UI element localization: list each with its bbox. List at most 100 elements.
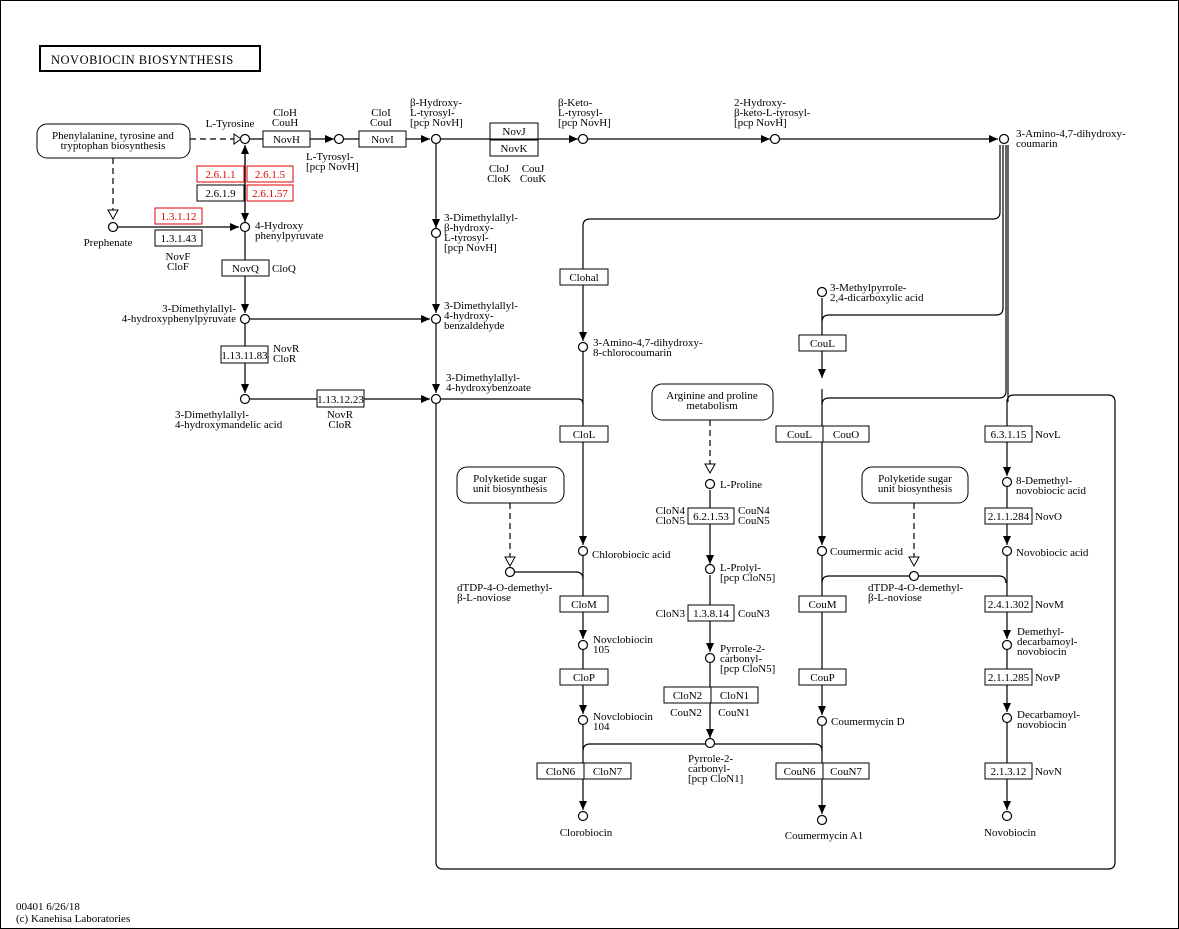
enzyme-box[interactable] [559, 268, 609, 286]
compound-dtdp-left[interactable]: dTDP-4-O-demethyl-β-L-noviose [457, 566, 553, 605]
compound-b-hydroxy-tyrosyl[interactable]: β-Hydroxy-L-tyrosyl-[pcp NovH] [410, 97, 463, 145]
compound-methylpyrrole-dicarboxylic[interactable]: 3-Methylpyrrole-2,4-dicarboxylic acid [816, 282, 924, 304]
compound-node[interactable] [998, 133, 1010, 145]
compound-l-tyrosyl-pcp[interactable]: L-Tyrosyl-[pcp NovH] [306, 133, 359, 174]
enzyme-couL-top[interactable]: CouL [798, 334, 847, 352]
compound-node[interactable] [1001, 810, 1013, 822]
compound-novobiocic-acid[interactable]: Novobiocic acid [1001, 545, 1089, 560]
enzyme-e13814[interactable]: 1.3.8.14 [687, 604, 735, 622]
enzyme-box[interactable] [358, 130, 407, 148]
enzyme-cloL[interactable]: CloL [559, 425, 609, 443]
compound-dimethylallyl-hmandelic[interactable]: 3-Dimethylallyl-4-hydroxymandelic acid [175, 393, 283, 432]
compound-pyrrole-carbonyl-n5[interactable]: Pyrrole-2-carbonyl-[pcp CloN5] [704, 643, 776, 675]
enzyme-e13143[interactable]: 1.3.1.43 [154, 229, 203, 247]
map-link-box[interactable] [36, 123, 191, 159]
enzyme-box[interactable] [984, 425, 1033, 443]
enzyme-e21312[interactable]: 2.1.3.12 [984, 762, 1033, 780]
enzyme-novi[interactable]: NovI [358, 130, 407, 148]
compound-dimethylallyl-hydroxy-tyrosyl[interactable]: 3-Dimethylallyl-β-hydroxy-L-tyrosyl-[pcp… [430, 212, 519, 254]
compound-node[interactable] [107, 221, 119, 233]
enzyme-cloN1[interactable]: CloN1 [710, 686, 759, 704]
enzyme-box[interactable] [984, 507, 1033, 525]
compound-l-tyrosine[interactable]: L-Tyrosine [206, 118, 255, 145]
enzyme-box[interactable] [798, 668, 847, 686]
enzyme-box[interactable] [221, 259, 270, 277]
enzyme-box[interactable] [559, 668, 609, 686]
enzyme-cloP[interactable]: CloP [559, 668, 609, 686]
compound-node[interactable] [577, 545, 589, 557]
enzyme-e13112[interactable]: 1.3.1.12 [154, 207, 203, 225]
compound-node[interactable] [1001, 545, 1013, 557]
compound-pyrrole-carbonyl-n1[interactable]: Pyrrole-2-carbonyl-[pcp CloN1] [688, 737, 743, 786]
compound-node[interactable] [577, 639, 589, 651]
enzyme-couL[interactable]: CouL [775, 425, 824, 443]
enzyme-box[interactable] [196, 165, 245, 183]
enzyme-e2611[interactable]: 2.6.1.1 [196, 165, 245, 183]
compound-node[interactable] [430, 227, 442, 239]
enzyme-e621053[interactable]: 6.2.1.53 [687, 507, 735, 525]
enzyme-box[interactable] [489, 122, 539, 140]
enzyme-box[interactable] [246, 165, 294, 183]
enzyme-e211284[interactable]: 2.1.1.284 [984, 507, 1033, 525]
enzyme-box[interactable] [687, 604, 735, 622]
enzyme-e1131183[interactable]: 1.13.11.83 [220, 345, 269, 364]
enzyme-box[interactable] [196, 184, 245, 202]
enzyme-e2619[interactable]: 2.6.1.9 [196, 184, 245, 202]
enzyme-box[interactable] [984, 595, 1033, 613]
enzyme-e63115[interactable]: 6.3.1.15 [984, 425, 1033, 443]
compound-node[interactable] [1001, 639, 1013, 651]
compound-node[interactable] [430, 393, 442, 405]
compound-node[interactable] [816, 286, 828, 298]
compound-amino-dihydroxycoumarin[interactable]: 3-Amino-4,7-dihydroxy-coumarin [998, 128, 1127, 150]
enzyme-e2615[interactable]: 2.6.1.5 [246, 165, 294, 183]
compound-demethyl-decarbamoyl[interactable]: Demethyl-decarbamoyl-novobiocin [1001, 626, 1078, 658]
enzyme-box[interactable] [583, 762, 632, 780]
compound-l-proline[interactable]: L-Proline [704, 478, 763, 491]
enzyme-box[interactable] [262, 130, 311, 148]
compound-coumermycin-d[interactable]: Coumermycin D [816, 715, 905, 728]
enzyme-couO[interactable]: CouO [822, 425, 870, 443]
compound-node[interactable] [577, 133, 589, 145]
compound-node[interactable] [577, 341, 589, 353]
enzyme-cloN6[interactable]: CloN6 [536, 762, 585, 780]
enzyme-e211285[interactable]: 2.1.1.285 [984, 668, 1033, 686]
enzyme-novh[interactable]: NovH [262, 130, 311, 148]
map-link-box[interactable] [861, 466, 969, 504]
compound-node[interactable] [504, 566, 516, 578]
compound-dimethylallyl-hbenzoate[interactable]: 3-Dimethylallyl-4-hydroxybenzoate [430, 372, 532, 405]
enzyme-box[interactable] [822, 762, 870, 780]
compound-clorobiocin[interactable]: Clorobiocin [560, 810, 613, 840]
compound-b-keto-tyrosyl[interactable]: β-Keto-L-tyrosyl-[pcp NovH] [558, 97, 611, 145]
compound-decarbamoyl-novobiocin[interactable]: Decarbamoyl-novobiocin [1001, 709, 1081, 731]
enzyme-box[interactable] [984, 668, 1033, 686]
enzyme-box[interactable] [316, 389, 365, 408]
map-link-box[interactable] [456, 466, 565, 504]
compound-prephenate[interactable]: Prephenate [84, 221, 133, 250]
enzyme-box[interactable] [710, 686, 759, 704]
compound-node[interactable] [430, 313, 442, 325]
enzyme-box[interactable] [822, 425, 870, 443]
compound-node[interactable] [704, 652, 716, 664]
compound-node[interactable] [239, 133, 251, 145]
enzyme-novq[interactable]: NovQ [221, 259, 270, 277]
compound-node[interactable] [908, 570, 920, 582]
enzyme-box[interactable] [559, 425, 609, 443]
compound-node[interactable] [239, 221, 251, 233]
compound-node[interactable] [769, 133, 781, 145]
compound-dimethylallyl-hbald[interactable]: 3-Dimethylallyl-4-hydroxy-benzaldehyde [430, 300, 519, 332]
compound-dimethylallyl-hpp[interactable]: 3-Dimethylallyl-4-hydroxyphenylpyruvate [122, 303, 251, 325]
compound-coumermycin-a1[interactable]: Coumermycin A1 [785, 814, 864, 843]
compound-node[interactable] [1001, 476, 1013, 488]
compound-node[interactable] [704, 478, 716, 490]
compound-hydroxy-keto-tyrosyl[interactable]: 2-Hydroxy-β-keto-L-tyrosyl-[pcp NovH] [734, 97, 811, 145]
enzyme-box[interactable] [798, 595, 847, 613]
enzyme-clohal[interactable]: Clohal [559, 268, 609, 286]
enzyme-box[interactable] [559, 595, 609, 613]
enzyme-e241302[interactable]: 2.4.1.302 [984, 595, 1033, 613]
